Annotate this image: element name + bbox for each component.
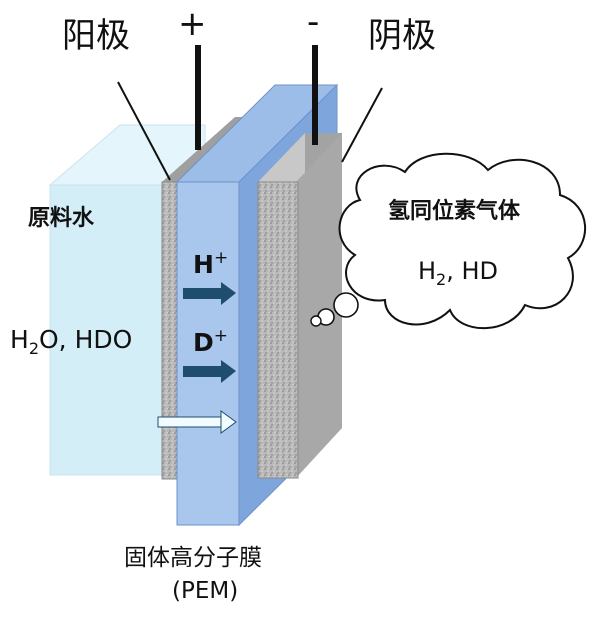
cathode-electrode bbox=[257, 133, 342, 479]
cathode-leader-line bbox=[341, 87, 383, 163]
raw-water-label: 原料水 bbox=[28, 206, 95, 231]
anode-leader-line bbox=[117, 81, 171, 181]
minus-sign: - bbox=[307, 2, 320, 42]
gas-formula: H2, HD bbox=[418, 257, 499, 289]
h-ion-arrow bbox=[183, 282, 236, 305]
d-ion-arrow bbox=[183, 360, 236, 383]
h-ion-label: H+ bbox=[193, 248, 229, 279]
membrane-abbr-label: (PEM) bbox=[172, 578, 239, 604]
d-ion-label: D+ bbox=[193, 326, 229, 357]
anode-label: 阳极 bbox=[62, 16, 130, 56]
cloud-bubble-large bbox=[333, 292, 359, 318]
plus-sign: + bbox=[178, 4, 207, 44]
gas-title-label: 氢同位素气体 bbox=[388, 199, 521, 224]
cathode-label: 阴极 bbox=[368, 16, 436, 56]
gas-cloud bbox=[310, 152, 587, 330]
cloud-bubble-small bbox=[310, 315, 322, 327]
membrane-label: 固体高分子膜 bbox=[124, 545, 262, 571]
water-flow-arrow bbox=[157, 410, 237, 434]
feed-water-formula: H2O, HDO bbox=[10, 325, 133, 358]
